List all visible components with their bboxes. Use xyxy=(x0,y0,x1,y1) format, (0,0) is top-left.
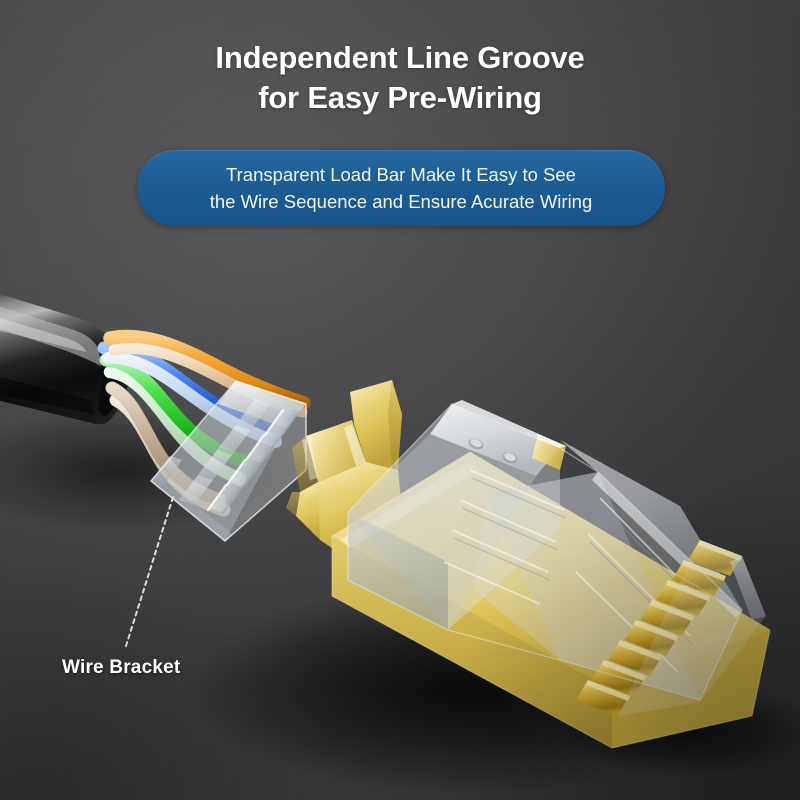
wire-bracket-label: Wire Bracket xyxy=(62,657,181,678)
pin-window-cover xyxy=(618,540,766,716)
pin xyxy=(608,640,662,676)
pin xyxy=(592,660,646,696)
callout-banner: Transparent Load Bar Make It Easy to See… xyxy=(137,150,665,226)
housing-internal-ribs xyxy=(443,469,701,673)
pin xyxy=(672,560,726,596)
housing-right-block xyxy=(474,472,742,700)
pin xyxy=(624,620,678,656)
headline-line-2: for Easy Pre-Wiring xyxy=(258,79,542,115)
pin xyxy=(688,540,742,576)
latch-detents xyxy=(468,438,518,464)
gold-contact-pins xyxy=(576,540,742,716)
rj45-connector-body xyxy=(331,400,771,749)
ethernet-cable xyxy=(0,294,132,425)
pin xyxy=(656,580,710,616)
callout-line-1: Transparent Load Bar Make It Easy to See xyxy=(226,164,576,185)
page-title: Independent Line Groove for Easy Pre-Wir… xyxy=(0,38,800,117)
line-grooves xyxy=(179,399,300,513)
callout-line-2: the Wire Sequence and Ensure Acurate Wir… xyxy=(209,191,593,212)
pin xyxy=(640,600,694,636)
wire-blue-white xyxy=(102,351,282,448)
transparent-load-bar xyxy=(149,380,307,543)
pin xyxy=(576,680,630,716)
headline-line-1: Independent Line Groove xyxy=(215,40,585,75)
